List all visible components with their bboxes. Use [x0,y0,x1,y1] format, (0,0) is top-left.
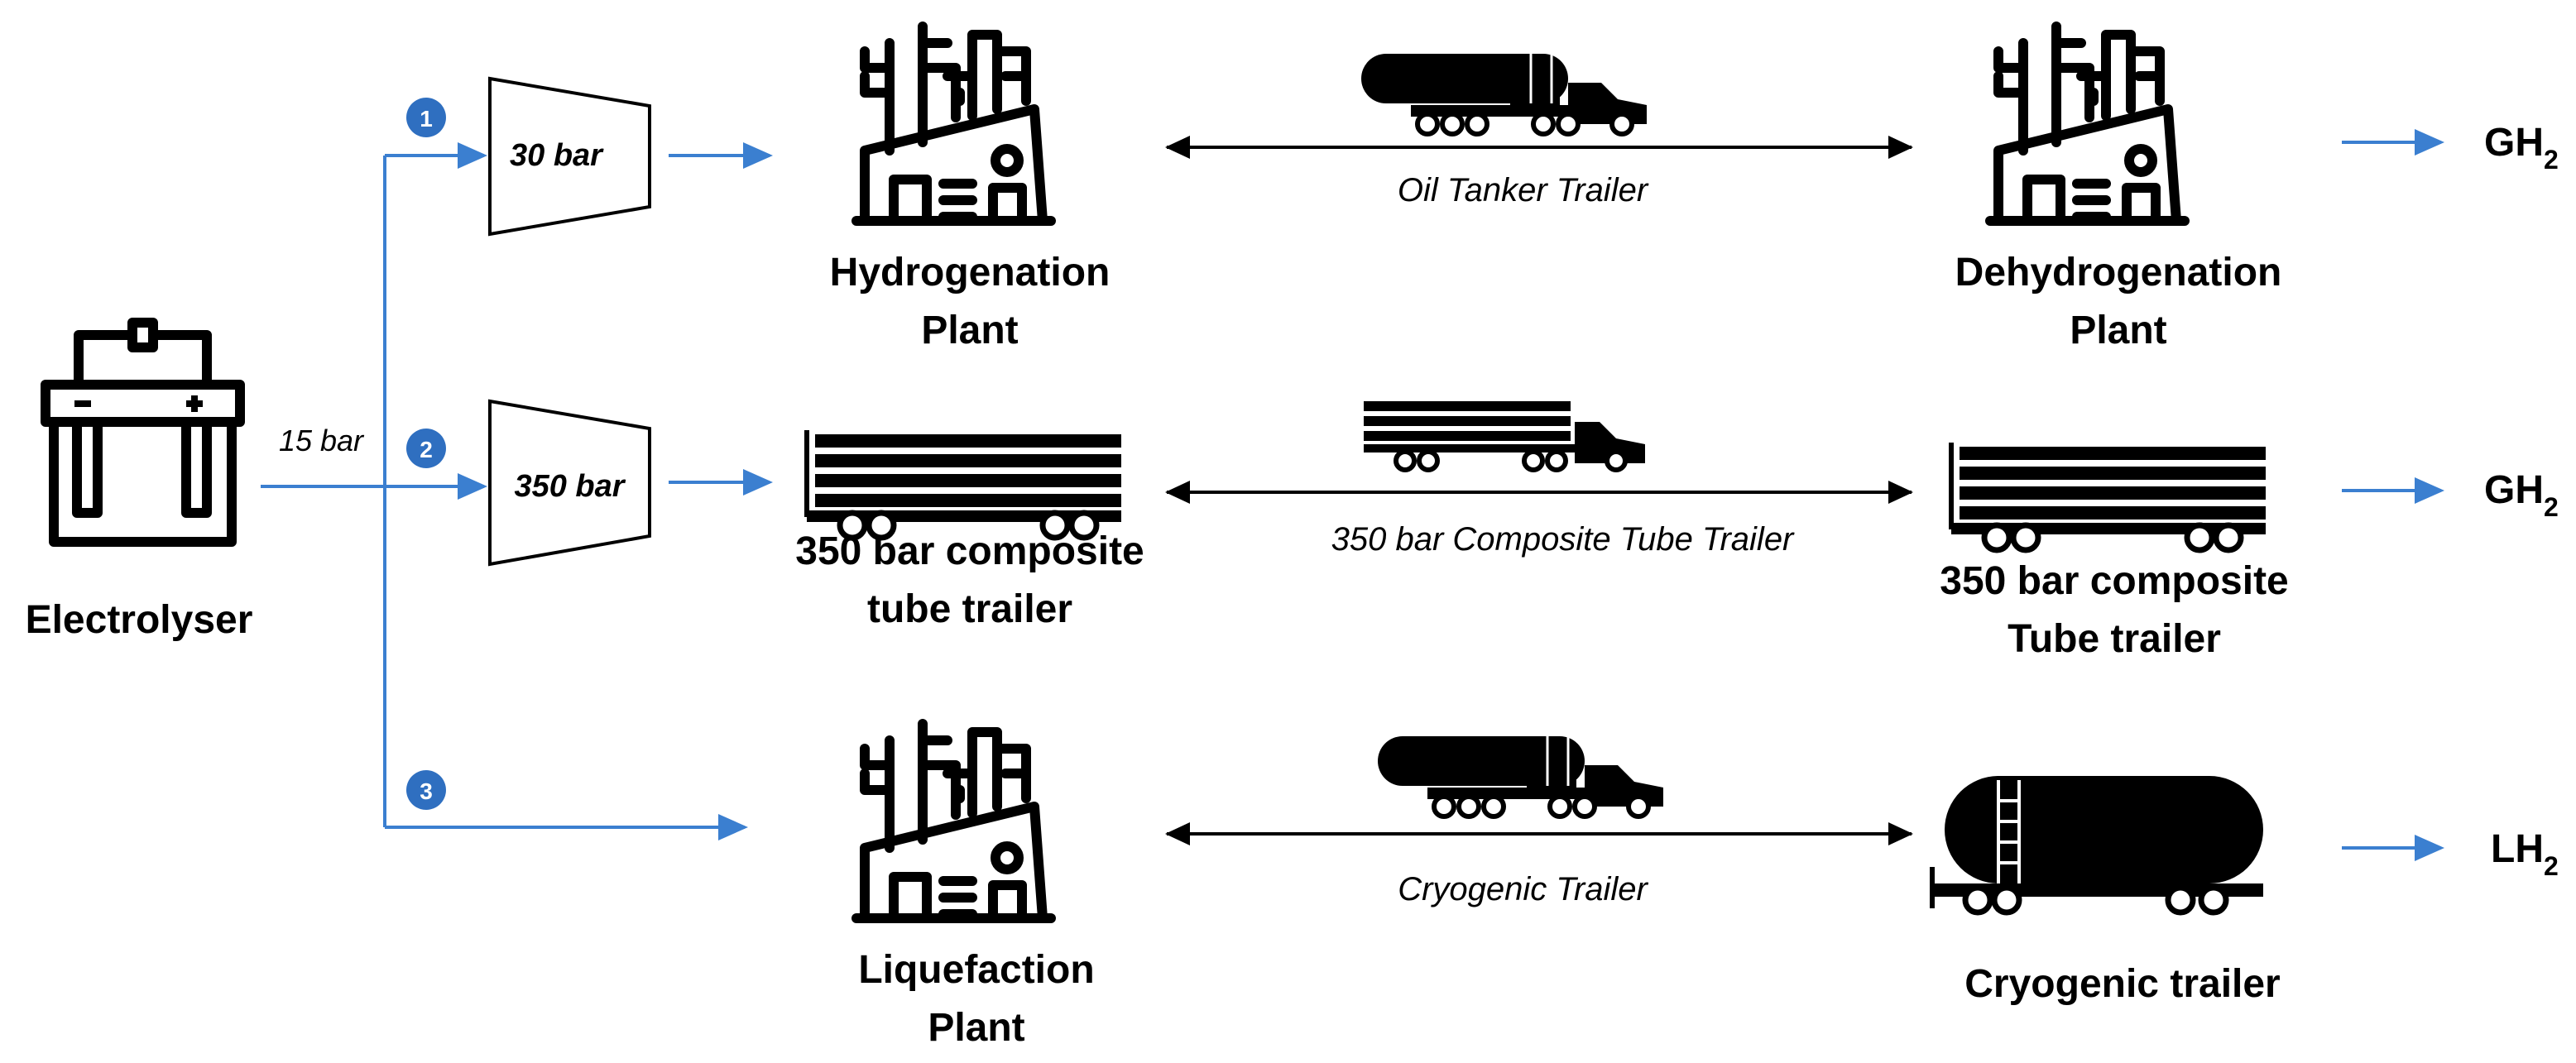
inlet-pressure-label: 15 bar [279,424,365,457]
transport-label-2: 350 bar Composite Tube Trailer [1331,521,1795,558]
tube-trailer-dest-line2: Tube trailer [2008,617,2221,661]
output-product-3: LH2 [2491,827,2559,881]
tube-trailer-dest-line1: 350 bar composite [1940,559,2289,603]
compressor-350-bar: 350 bar [488,399,651,567]
tanker-truck-icon [1361,54,1647,134]
output-product-2: GH2 [2484,468,2559,522]
svg-text:1: 1 [420,106,433,132]
svg-text:2: 2 [420,437,433,462]
dehydrogenation-label-line2: Plant [2070,309,2166,352]
dehydrogenation-label-line1: Dehydrogenation [1955,251,2282,294]
route-badge-2: 2 [406,429,446,468]
hydrogenation-plant-icon [856,26,1051,221]
compressor-30-bar: 30 bar [488,76,651,237]
liquefaction-plant-icon [856,724,1051,918]
electrolyser-label: Electrolyser [26,598,253,642]
transport-label-1: Oil Tanker Trailer [1398,172,1649,208]
liquefaction-label-line1: Liquefaction [858,948,1094,992]
tube-trailer-source-line1: 350 bar composite [795,529,1144,573]
svg-text:3: 3 [420,778,433,804]
dehydrogenation-plant-icon [1990,26,2185,221]
tube-trailer-dest-icon [1951,443,2266,550]
cryogenic-trailer-label: Cryogenic trailer [1964,962,2280,1006]
route-badge-3: 3 [406,770,446,810]
output-product-1: GH2 [2484,121,2559,175]
route-badge-1: 1 [406,98,446,137]
svg-text:30 bar: 30 bar [510,138,604,173]
tube-truck-icon [1364,401,1645,470]
tube-trailer-source-line2: tube trailer [867,587,1072,631]
liquefaction-label-line2: Plant [928,1006,1024,1050]
tube-trailer-icon [807,430,1121,538]
svg-text:350 bar: 350 bar [514,469,626,504]
cryogenic-tank-trailer-icon [1932,776,2263,912]
cryogenic-truck-icon [1378,736,1663,816]
hydrogenation-label-line2: Plant [921,309,1018,352]
transport-label-3: Cryogenic Trailer [1398,871,1648,907]
battery-icon [46,323,240,542]
hydrogenation-label-line1: Hydrogenation [830,251,1111,294]
